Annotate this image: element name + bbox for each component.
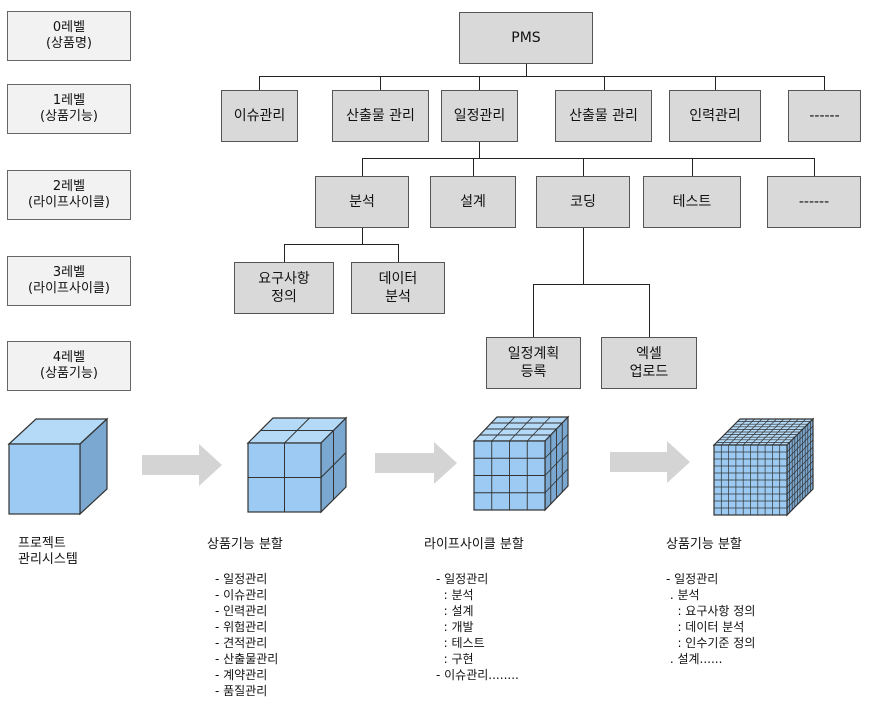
node-l1: 인력관리 <box>669 90 761 142</box>
connector <box>284 244 398 245</box>
connector <box>583 158 584 176</box>
list-item: - 일정관리 <box>666 572 719 586</box>
node-l1: 이슈관리 <box>221 90 298 142</box>
connector <box>526 63 527 76</box>
level-4-box: 4레벨 (상품기능) <box>7 341 131 391</box>
connector <box>533 284 534 337</box>
connector <box>604 76 605 90</box>
list-item: - 일정관리 <box>215 572 268 586</box>
connector <box>259 76 824 77</box>
cube-4 <box>712 417 815 517</box>
node-l2: ------ <box>767 176 861 228</box>
cube-2 <box>246 416 348 514</box>
list-features: - 일정관리 - 이슈관리 - 인력관리 - 위험관리 - 견적관리 - 산출물… <box>215 571 278 699</box>
list-feature-detail: - 일정관리 . 분석 : 요구사항 정의 : 데이터 분석 : 인수기준 정의… <box>666 571 755 667</box>
connector <box>362 228 363 244</box>
node-l2: 테스트 <box>643 176 741 228</box>
connector <box>692 158 693 176</box>
list-item: - 산출물관리 <box>215 652 279 666</box>
level-2-box: 2레벨 (라이프사이클) <box>7 170 131 220</box>
connector <box>533 284 649 285</box>
list-item: : 구현 <box>436 652 474 666</box>
list-item: : 요구사항 정의 <box>666 604 756 618</box>
connector <box>362 158 363 176</box>
level-1-box: 1레벨 (상품기능) <box>7 84 131 134</box>
caption-feature-split: 상품기능 분할 <box>207 537 283 552</box>
node-l4: 엑셀 업로드 <box>601 337 697 389</box>
connector <box>583 228 584 284</box>
list-item: - 견적관리 <box>215 636 268 650</box>
list-item: : 개발 <box>436 620 474 634</box>
node-l3: 요구사항 정의 <box>234 262 334 314</box>
cube-3 <box>472 415 570 512</box>
node-root: PMS <box>459 12 593 64</box>
connector <box>259 76 260 90</box>
caption-project-system: 프로젝트 관리시스템 <box>18 536 78 567</box>
arrow-icon <box>142 444 222 486</box>
list-item: - 이슈관리 <box>215 588 268 602</box>
list-item: . 설계...... <box>666 652 723 666</box>
connector <box>362 158 814 159</box>
node-l2: 분석 <box>315 176 409 228</box>
connector <box>814 158 815 176</box>
node-l3: 데이터 분석 <box>351 262 445 314</box>
list-item: : 데이터 분석 <box>666 620 745 634</box>
node-l1: ------ <box>788 90 861 142</box>
connector <box>824 76 825 90</box>
list-item: . 분석 <box>666 588 700 602</box>
node-l2: 설계 <box>430 176 516 228</box>
list-item: : 설계 <box>436 604 474 618</box>
list-item: - 계약관리 <box>215 668 268 682</box>
list-item: : 분석 <box>436 588 474 602</box>
node-l2: 코딩 <box>536 176 630 228</box>
connector <box>473 158 474 176</box>
level-0-box: 0레벨 (상품명) <box>7 11 131 61</box>
list-item: - 위험관리 <box>215 620 268 634</box>
list-item: - 이슈관리........ <box>436 668 519 682</box>
connector <box>284 244 285 262</box>
arrow-icon <box>610 441 690 483</box>
list-item: : 테스트 <box>436 636 485 650</box>
connector <box>715 76 716 90</box>
list-item: : 인수기준 정의 <box>666 636 756 650</box>
cube-1 <box>7 417 109 516</box>
node-l4: 일정계획 등록 <box>486 337 581 389</box>
list-item: - 품질관리 <box>215 684 268 698</box>
node-l1: 산출물 관리 <box>332 90 429 142</box>
connector <box>398 244 399 262</box>
connector <box>380 76 381 90</box>
node-l1: 일정관리 <box>441 90 518 142</box>
connector <box>649 284 650 337</box>
list-item: - 인력관리 <box>215 604 268 618</box>
list-item: - 일정관리 <box>436 572 489 586</box>
connector <box>479 76 480 90</box>
arrow-icon <box>375 442 457 484</box>
level-3-box: 3레벨 (라이프사이클) <box>7 256 131 306</box>
caption-feature-split-2: 상품기능 분할 <box>666 537 742 552</box>
connector <box>479 142 480 158</box>
node-l1: 산출물 관리 <box>555 90 652 142</box>
caption-lifecycle-split: 라이프사이클 분할 <box>424 537 524 552</box>
list-lifecycle: - 일정관리 : 분석 : 설계 : 개발 : 테스트 : 구현 - 이슈관리.… <box>436 571 519 683</box>
